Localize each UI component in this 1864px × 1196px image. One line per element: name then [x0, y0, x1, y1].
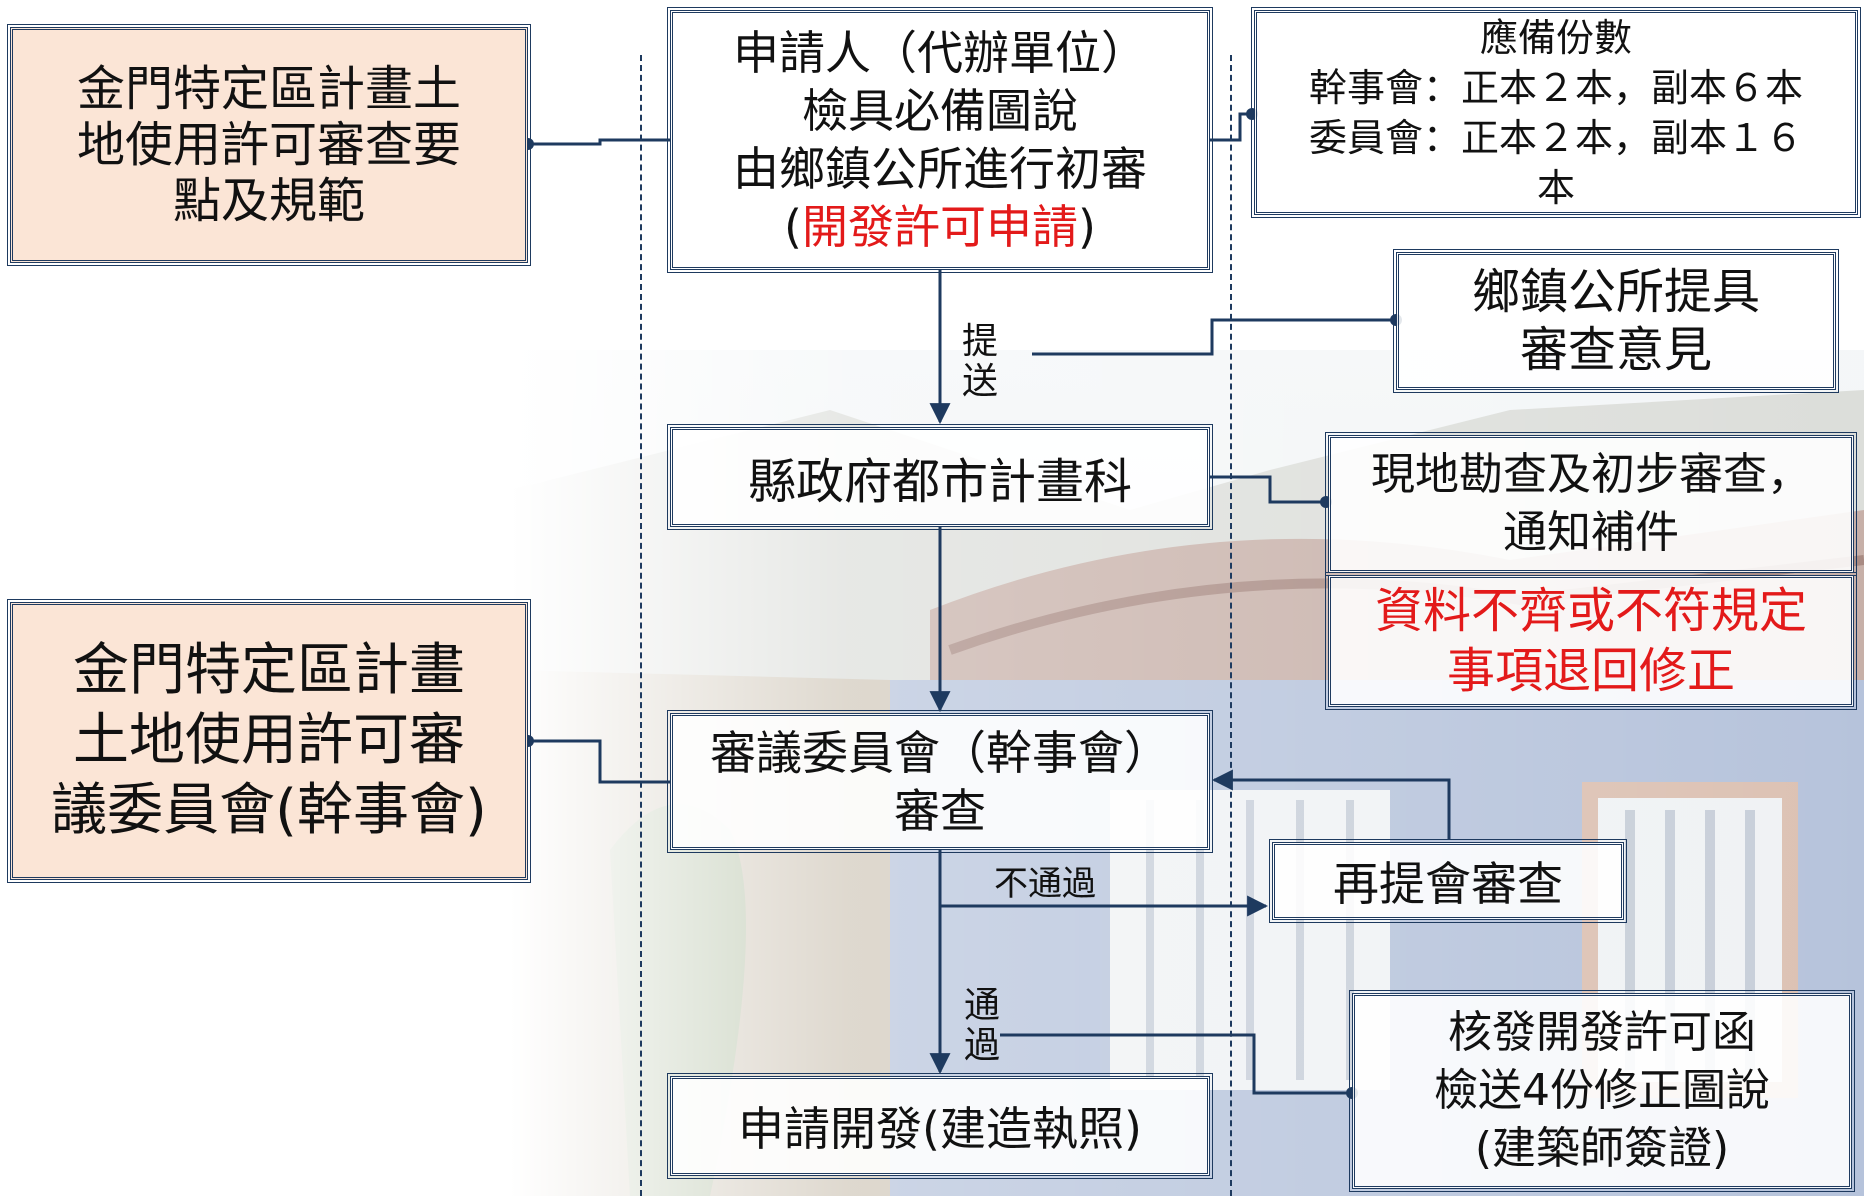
connector-left-top: [528, 138, 670, 146]
guidelines-line-3: 點及規範: [172, 173, 365, 229]
label-submit-1: 提: [961, 321, 998, 362]
applicant-line-3: 由鄉鎮公所進行初審: [733, 142, 1147, 196]
committee-ref-line-2: 土地使用許可審: [73, 708, 465, 773]
survey-line-1: 現地勘查及初步審查，: [1371, 449, 1811, 500]
box-review-guidelines: 金門特定區計畫土 地使用許可審查要 點及規範: [7, 24, 531, 266]
committee-ref-line-1: 金門特定區計畫: [73, 638, 465, 703]
permit-line-1: 核發開發許可函: [1448, 1007, 1756, 1058]
connector-permit: [1000, 1033, 1352, 1095]
connector-survey: [1210, 475, 1326, 504]
label-pass: 通 過: [962, 986, 1002, 1066]
reject-line-1: 資料不齊或不符規定: [1374, 583, 1807, 639]
box-apply-development: 申請開發(建造執照): [667, 1073, 1213, 1179]
reject-line-2: 事項退回修正: [1446, 643, 1735, 699]
survey-line-2: 通知補件: [1503, 507, 1679, 558]
label-submit-2: 送: [961, 361, 998, 402]
box-return-revision: 資料不齊或不符規定 事項退回修正: [1325, 572, 1857, 710]
committee-review-line-1: 審議委員會（幹事會）: [710, 725, 1170, 780]
connector-township: [1032, 318, 1396, 356]
copies-line-end: 本: [1536, 165, 1575, 210]
connector-copies: [1210, 112, 1252, 142]
arrow-resubmit: [1211, 769, 1451, 840]
applicant-line-1: 申請人（代辦單位）: [733, 26, 1147, 80]
guidelines-line-1: 金門特定區計畫土: [76, 61, 461, 117]
label-submit: 提 送: [960, 322, 1000, 402]
applicant-line-2: 檢具必備圖說: [802, 84, 1078, 138]
box-applicant: 申請人（代辦單位） 檢具必備圖說 由鄉鎮公所進行初審 (開發許可申請): [667, 7, 1213, 273]
copies-line-committee: 委員會：正本２本，副本１６: [1308, 115, 1803, 160]
paren-open: (: [784, 200, 802, 254]
county-planning-label: 縣政府都市計畫科: [747, 454, 1132, 510]
committee-ref-line-3: 議委員會(幹事會): [51, 778, 487, 843]
resubmit-label: 再提會審查: [1333, 857, 1563, 911]
box-committee-review: 審議委員會（幹事會） 審查: [667, 710, 1213, 853]
paren-close: ): [1078, 200, 1096, 254]
development-permit-application: 開發許可申請: [802, 200, 1078, 254]
box-resubmit-review: 再提會審查: [1269, 839, 1627, 923]
permit-line-3: (建築師簽證): [1474, 1123, 1730, 1174]
copies-title: 應備份數: [1479, 15, 1632, 60]
copies-line-staff: 幹事會：正本２本，副本６本: [1308, 65, 1803, 110]
township-line-1: 鄉鎮公所提具: [1471, 264, 1760, 320]
label-fail: 不通過: [994, 864, 1096, 904]
label-pass-2: 過: [963, 1025, 1000, 1066]
box-review-committee: 金門特定區計畫 土地使用許可審 議委員會(幹事會): [7, 599, 531, 883]
township-line-2: 審查意見: [1519, 322, 1712, 378]
permit-line-2: 檢送4份修正圖說: [1434, 1065, 1770, 1116]
box-issue-permit: 核發開發許可函 檢送4份修正圖說 (建築師簽證): [1349, 990, 1855, 1192]
connector-left-bottom: [528, 739, 670, 784]
label-fail-text: 不通過: [994, 864, 1096, 904]
box-required-copies: 應備份數 幹事會：正本２本，副本６本 委員會：正本２本，副本１６ 本: [1251, 7, 1861, 218]
left-divider: [640, 55, 642, 1196]
label-pass-1: 通: [963, 985, 1000, 1026]
box-county-planning: 縣政府都市計畫科: [667, 424, 1213, 530]
box-site-survey: 現地勘查及初步審查， 通知補件: [1325, 432, 1857, 576]
guidelines-line-2: 地使用許可審查要: [76, 117, 461, 173]
committee-review-line-2: 審查: [894, 783, 986, 838]
applicant-line-4: (開發許可申請): [784, 198, 1096, 256]
apply-development-label: 申請開發(建造執照): [738, 1102, 1142, 1156]
box-township-opinion: 鄉鎮公所提具 審查意見: [1393, 249, 1839, 393]
right-divider: [1230, 55, 1232, 1196]
